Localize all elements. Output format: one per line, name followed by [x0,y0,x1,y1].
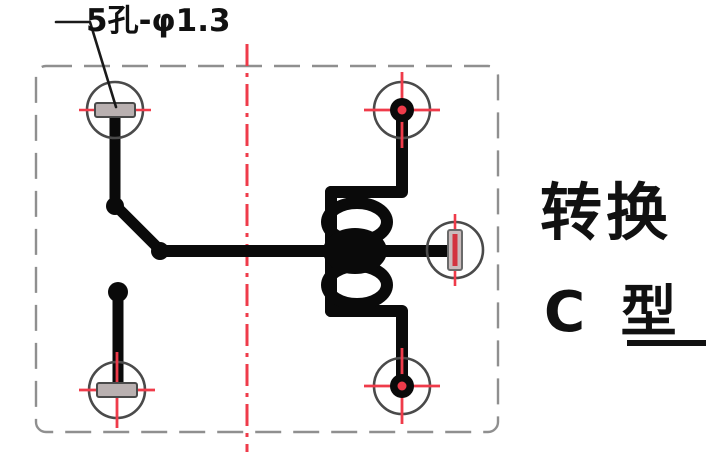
trace-dogleg [109,199,166,256]
hole-bottom-right[interactable] [364,348,440,424]
hole-top-left[interactable] [79,80,151,140]
node-stub-cap [108,282,128,302]
coil-center-node [323,228,387,274]
node-bend-upper [106,197,124,215]
callout-leader-line [54,20,118,109]
type-title: 转换 [540,176,673,249]
hole-bottom-left[interactable] [79,352,155,428]
component-body-outline [34,64,500,434]
hole-bottom-left-pad [96,382,138,398]
hole-top-right[interactable] [364,72,440,148]
callout-label: 5孔-φ1.3 [86,3,231,39]
hole-mid-right[interactable] [425,214,485,286]
hole-top-right-bore [397,105,407,115]
type-subtitle: C 型 [544,280,685,345]
coil-symbol [321,197,393,310]
hole-bottom-right-bore [397,381,407,391]
conductor-traces [106,104,461,396]
